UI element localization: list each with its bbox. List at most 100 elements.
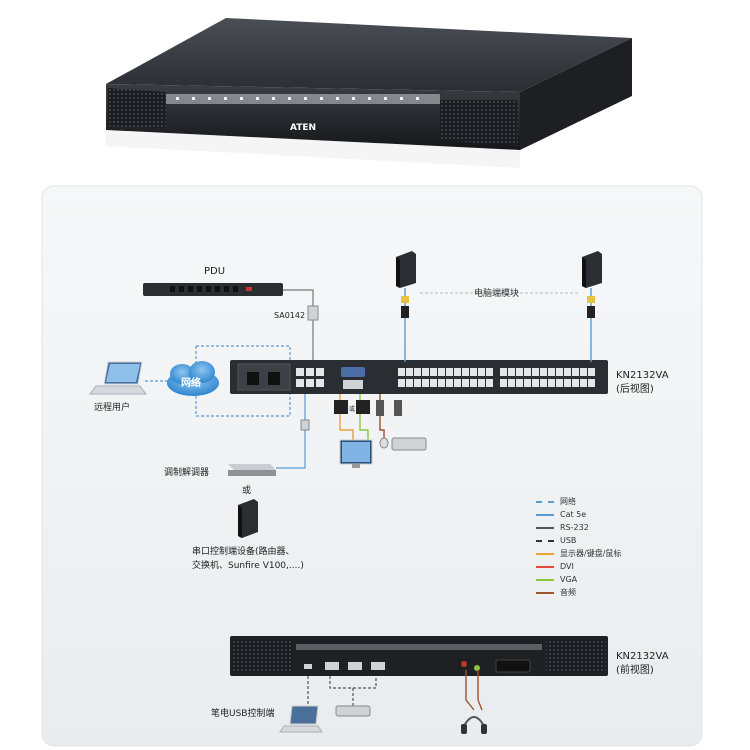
port-led xyxy=(208,97,211,100)
usb-connector-icon xyxy=(376,400,384,416)
kvm-port xyxy=(548,379,555,387)
port-led xyxy=(352,97,355,100)
kvm-port xyxy=(398,379,405,387)
port-led xyxy=(304,97,307,100)
legend-item: USB xyxy=(536,534,696,547)
kvm-port xyxy=(406,379,413,387)
legend-item: 网络 xyxy=(536,495,696,508)
port-led xyxy=(336,97,339,100)
computer-module-1 xyxy=(401,296,409,303)
pdu-outlet xyxy=(206,286,211,292)
kvm-port xyxy=(532,379,539,387)
kvm-port xyxy=(500,368,507,376)
kvm-port xyxy=(532,368,539,376)
lan-port xyxy=(296,368,304,376)
network-cloud-icon xyxy=(167,361,219,396)
kvm-port xyxy=(422,368,429,376)
front-usb-port xyxy=(325,662,339,670)
kvm-port xyxy=(470,368,477,376)
legend-item: DVI xyxy=(536,560,696,573)
legend-item: 显示器/键盘/鼠标 xyxy=(536,547,696,560)
legend-swatch xyxy=(536,539,554,542)
computer-module-1-body xyxy=(401,306,409,318)
port-led xyxy=(368,97,371,100)
legend-swatch xyxy=(536,526,554,529)
keyboard-mouse-icon xyxy=(379,437,427,451)
legend-label: 网络 xyxy=(560,497,576,506)
legend-label: RS-232 xyxy=(560,523,589,532)
legend-label: USB xyxy=(560,536,577,545)
computer-module-2 xyxy=(587,296,595,303)
server-tower-icon xyxy=(582,251,602,288)
laptop-usb-label: 笔电USB控制端 xyxy=(211,707,274,719)
front-usb-port xyxy=(371,662,385,670)
kvm-port xyxy=(406,368,413,376)
front-usb-port xyxy=(348,662,362,670)
computer-module-label: 电脑端模块 xyxy=(474,287,519,299)
pdu-outlet xyxy=(224,286,229,292)
legend-label: 显示器/键盘/鼠标 xyxy=(560,549,622,558)
remote-user-label: 远程用户 xyxy=(94,401,130,413)
kvm-front-panel xyxy=(230,636,608,676)
sa0142-label: SA0142 xyxy=(274,311,305,320)
kvm-port xyxy=(572,379,579,387)
lan-port xyxy=(296,379,304,387)
kvm-port xyxy=(454,379,461,387)
front-usb-port xyxy=(304,664,312,669)
laptop-icon xyxy=(279,705,323,733)
kvm-rear-view-label: (后视图) xyxy=(616,382,654,395)
kvm-port xyxy=(572,368,579,376)
cat5e-to-modem xyxy=(276,394,306,469)
pdu-outlet xyxy=(179,286,184,292)
legend-swatch xyxy=(536,513,554,516)
port-led xyxy=(416,97,419,100)
legend-swatch xyxy=(536,552,554,555)
kvm-port xyxy=(580,368,587,376)
remote-laptop-icon xyxy=(89,361,147,395)
port-led xyxy=(176,97,179,100)
kvm-port xyxy=(516,368,523,376)
kvm-port xyxy=(540,379,547,387)
kvm-port xyxy=(438,368,445,376)
server-tower-icon xyxy=(396,251,416,288)
vga-connector-icon xyxy=(356,400,370,414)
legend-item: 音频 xyxy=(536,586,696,599)
pdu-outlet xyxy=(197,286,202,292)
diagram-panel xyxy=(41,185,703,747)
kvm-port xyxy=(414,368,421,376)
port-led xyxy=(240,97,243,100)
legend-label: VGA xyxy=(560,575,578,584)
lan-port xyxy=(316,379,324,387)
kvm-switch-photo: ATEN xyxy=(106,18,632,168)
kvm-port xyxy=(454,368,461,376)
kvm-port xyxy=(478,368,485,376)
kvm-port xyxy=(478,379,485,387)
port-led xyxy=(288,97,291,100)
pdu-outlet xyxy=(215,286,220,292)
port-led xyxy=(256,97,259,100)
kvm-port xyxy=(556,368,563,376)
audio-cable-front xyxy=(465,670,475,711)
kvm-port xyxy=(422,379,429,387)
kvm-port xyxy=(588,368,595,376)
or-label: 或 xyxy=(242,484,251,496)
network-cloud-label: 网络 xyxy=(181,376,201,389)
keyboard-icon xyxy=(335,705,371,717)
serial-console-device-icon xyxy=(238,499,258,538)
kvm-port xyxy=(548,368,555,376)
legend-item: Cat 5e xyxy=(536,508,696,521)
lan-port xyxy=(316,368,324,376)
kvm-port xyxy=(446,368,453,376)
legend-swatch xyxy=(536,500,554,503)
kvm-port xyxy=(556,379,563,387)
kvm-port xyxy=(564,368,571,376)
rs232-cable xyxy=(283,289,314,362)
kvm-rear-model-label: KN2132VA xyxy=(616,370,669,381)
mic-cable-front xyxy=(477,670,483,711)
computer-module-2-body xyxy=(587,306,595,318)
legend-swatch xyxy=(536,565,554,568)
kvm-port xyxy=(414,379,421,387)
kvm-port xyxy=(462,379,469,387)
legend-label: DVI xyxy=(560,562,574,571)
